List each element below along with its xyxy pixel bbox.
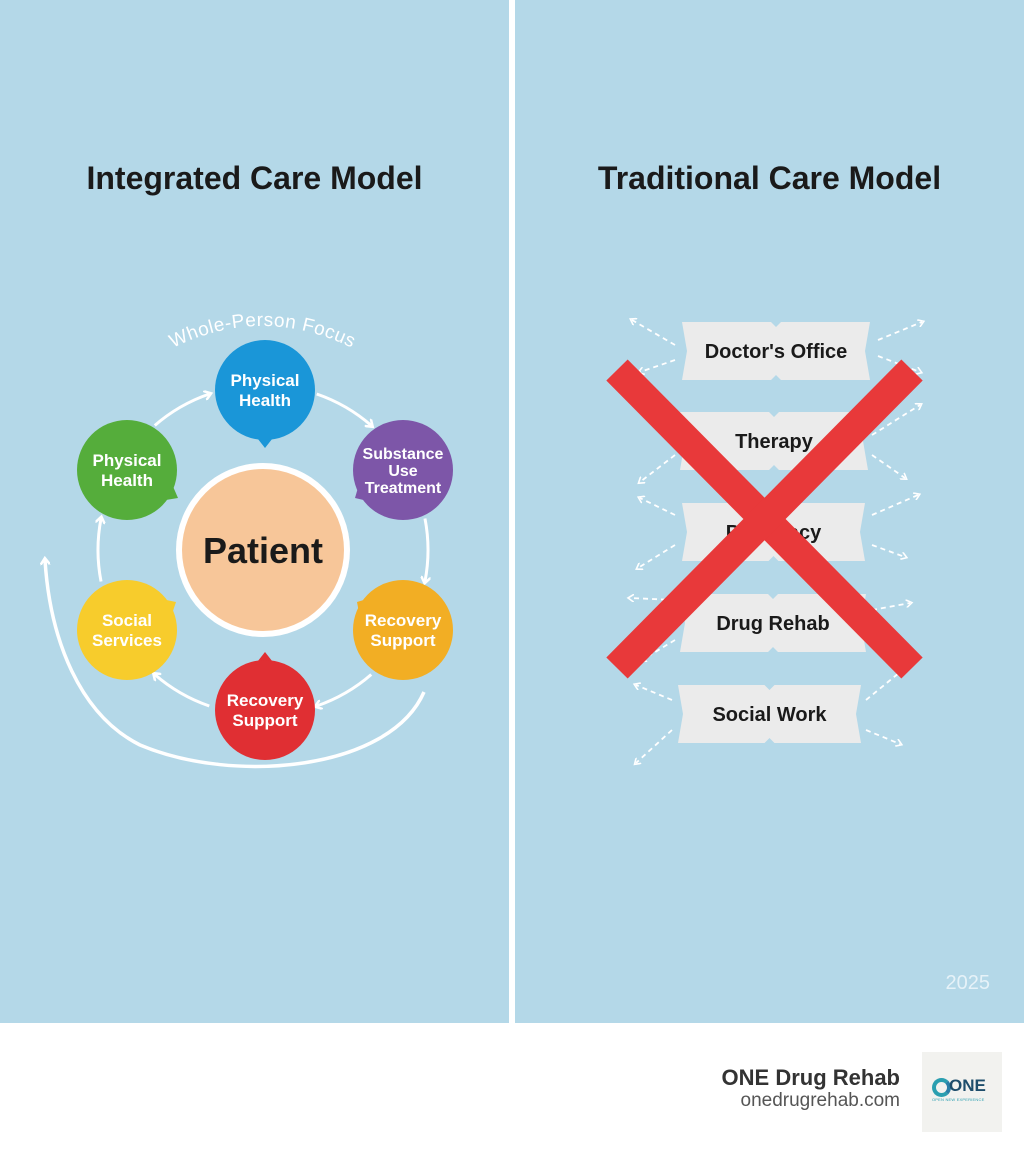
dashed-arrow (640, 359, 676, 372)
dashed-arrow (642, 639, 676, 660)
dashed-arrow (636, 685, 673, 701)
silo-label: Drug Rehab (716, 613, 829, 635)
dashed-arrow (632, 320, 676, 346)
integrated-model-title: Integrated Care Model (86, 160, 423, 196)
silo-label: Therapy (735, 431, 814, 453)
node-label: Recovery (365, 611, 442, 630)
node-label: Substance (363, 446, 444, 463)
year-label: 2025 (945, 972, 991, 994)
dashed-arrow (636, 729, 673, 763)
cycle-arrows (98, 394, 428, 706)
brand-name: ONE Drug Rehab (721, 1065, 900, 1090)
node-circle (215, 660, 315, 760)
silo-box-shape (682, 322, 870, 380)
node-label: Support (370, 631, 435, 650)
silo-box: Drug Rehab (680, 594, 866, 652)
silo-box: Doctor's Office (682, 322, 870, 380)
dashed-arrow (877, 322, 922, 341)
dashed-arrow (871, 603, 910, 611)
outer-cycle-arrow (45, 560, 426, 769)
patient-label: Patient (203, 530, 323, 571)
node-label: Physical (231, 371, 300, 390)
logo-tagline: OPEN NEW EXPERIENCE (932, 1097, 985, 1102)
diagram-canvas: Whole-Person Focus Patient PhysicalHealt… (0, 310, 1024, 769)
dashed-arrow (630, 598, 676, 600)
node-circle (353, 580, 453, 680)
cycle-arrow (425, 518, 428, 582)
patient-node: Patient (176, 463, 350, 637)
logo-ring-icon (932, 1078, 951, 1097)
red-cross (606, 359, 923, 679)
node-circle (77, 580, 177, 680)
node-label: Social (102, 611, 152, 630)
dashed-arrow (865, 729, 900, 744)
node-circle (77, 420, 177, 520)
silo-box: Social Work (678, 685, 861, 743)
node-label: Support (232, 711, 297, 730)
logo-text: ONE (949, 1076, 986, 1095)
cycle-arrow (98, 519, 101, 582)
disconnected-arrows (630, 320, 922, 763)
cycle-arrow (316, 392, 372, 425)
silo-box-shape (678, 685, 861, 743)
dashed-arrow (638, 544, 676, 568)
dashed-arrow (871, 405, 920, 436)
traditional-model-title: Traditional Care Model (597, 160, 942, 196)
node-label: Treatment (365, 480, 442, 497)
silo-label: Social Work (712, 704, 827, 726)
node-circle (215, 340, 315, 440)
node-label: Use (388, 463, 417, 480)
cycle-arrow (153, 394, 210, 427)
dashed-arrow (871, 495, 918, 516)
cycle-arrow (317, 673, 373, 706)
node-label: Health (239, 391, 291, 410)
silo-box-shape (680, 594, 866, 652)
node-label: Recovery (227, 691, 304, 710)
footer (0, 1023, 1024, 1154)
node-label: Services (92, 631, 162, 650)
silo-label: Doctor's Office (705, 341, 848, 363)
care-nodes: PhysicalHealthSubstanceUseTreatmentRecov… (77, 340, 453, 760)
node-label: Physical (93, 451, 162, 470)
dashed-arrow (640, 498, 676, 516)
dashed-arrow (640, 454, 676, 482)
dashed-arrow (871, 454, 905, 478)
panel-divider (509, 0, 515, 1023)
node-circle (353, 420, 453, 520)
dashed-arrow (871, 544, 905, 557)
brand-url[interactable]: onedrugrehab.com (740, 1090, 901, 1111)
cycle-arrow (155, 675, 210, 708)
node-label: Health (101, 471, 153, 490)
